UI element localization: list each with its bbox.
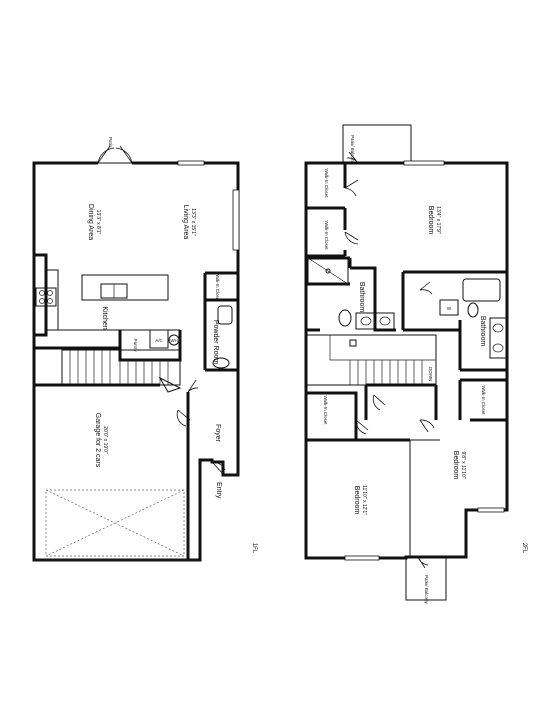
powder-sink [217, 305, 233, 325]
master-toilet [338, 309, 352, 327]
utility-walls [118, 330, 182, 362]
master-vanity [355, 312, 395, 330]
bottom-balcony-door [417, 556, 429, 569]
bottom-balcony-label: Patio/ Balcony [424, 575, 429, 605]
second-floor-exterior-wall [304, 161, 509, 560]
closet-door-2 [344, 231, 359, 245]
garage-label: Garage for 2 cars [94, 413, 101, 468]
bedroom-2-label: Bedroom [353, 486, 360, 515]
fl2-top-window [403, 160, 445, 166]
side-window [232, 189, 240, 251]
lower-room-walls [306, 378, 507, 442]
top-balcony-label: Patio/ Balcony [350, 135, 355, 165]
top-balcony [342, 124, 412, 163]
bathroom-2-label: Bathroom [479, 316, 486, 347]
walk-in-closet-4-label: Walk-In Closet [481, 385, 486, 415]
garage-size: 20'0" x 19'0" [102, 426, 108, 454]
hall-vanity [489, 317, 507, 359]
bedroom3-door [419, 419, 435, 433]
powder-room-walls [203, 271, 238, 372]
fl1-level-label: 1FL [251, 543, 257, 554]
bedroom-3-label: Bedroom [452, 451, 459, 480]
dining-area-size: 13'3" x 8'1" [95, 210, 101, 235]
washer-label: W [447, 306, 452, 311]
bottom-balcony [405, 557, 447, 601]
toilet [212, 357, 230, 369]
kitchen-label: Kitchen [101, 306, 108, 329]
master-shower [307, 257, 349, 285]
entry-door [211, 461, 226, 476]
living-area-label: Living Area [182, 205, 189, 240]
ac-label: A/C [155, 338, 163, 343]
laundry-door [419, 281, 433, 295]
wh-label: WH [170, 338, 178, 343]
closet-door-1 [344, 179, 359, 197]
entry-label: Entry [215, 482, 222, 499]
bathroom-1-label: Bathroom [358, 282, 365, 313]
master-bedroom-label: Bedroom [427, 206, 434, 235]
garage-door [34, 489, 200, 561]
hall-bath-walls [401, 270, 507, 372]
walk-in-closet-2-label: Walk-In Closet [324, 220, 329, 250]
garage-entry-door [187, 379, 199, 393]
bedroom-2-size: 11'10" x 12'1" [361, 485, 367, 515]
fl1-walk-in-closet-label: Walk-In Closet [215, 272, 220, 302]
top-balcony-door [346, 151, 359, 164]
bedroom-3-size: 9'8" x 11'10" [460, 451, 466, 478]
pantry-label: Pantry [133, 338, 138, 352]
kitchen-island [81, 274, 169, 301]
fl2-level-label: 2FL [521, 543, 527, 554]
first-floor-stairs [61, 349, 182, 393]
fl2-right-window [477, 507, 505, 513]
master-closet-walls [306, 163, 347, 258]
walk-in-closet-3-label: Walk-In Closet [323, 395, 328, 425]
living-window [177, 160, 205, 166]
second-floor-stairs [305, 334, 437, 386]
living-area-size: 13'3" x 15'1" [190, 208, 196, 236]
water-heater [168, 334, 180, 346]
powder-room-label: Powder Room [212, 320, 219, 365]
garage-walls [34, 383, 190, 560]
bathtub [462, 278, 501, 302]
second-floor-plan: Patio/ Balcony Walk-In Closet Walk-In Cl… [304, 124, 527, 605]
hall-toilet [467, 302, 479, 318]
ac-unit [149, 329, 169, 349]
walk-in-closet-1-label: Walk-In Closet [324, 168, 329, 198]
fl2-bottom-window [344, 555, 380, 561]
kitchen-bump-wall [34, 253, 48, 337]
bedroom2-closet-door [355, 419, 369, 435]
foyer-door [176, 409, 191, 427]
master-bedroom-size: 13'4" x 17'9" [435, 206, 441, 234]
dining-area-label: Dining Area [87, 204, 94, 240]
washer [439, 299, 459, 316]
patio-door [96, 145, 134, 165]
patio-label: Patio [108, 137, 113, 148]
foyer-label: Foyer [214, 424, 221, 443]
first-floor-plan: Patio Dining Area 13'3" x 8'1" Living Ar… [32, 137, 257, 562]
cooktop [35, 287, 57, 307]
hall-door [372, 394, 386, 411]
down-label: DOWN [428, 367, 433, 381]
